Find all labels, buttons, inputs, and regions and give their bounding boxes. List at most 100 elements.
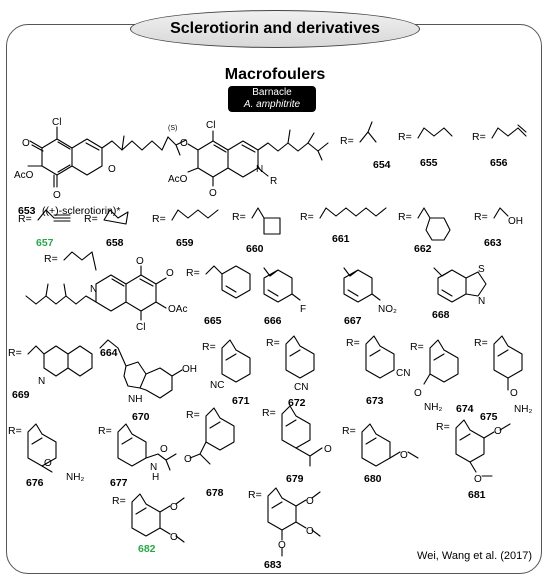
hydroxyl-group: OH	[508, 216, 523, 227]
compound-number: 663	[484, 237, 502, 249]
oxygen-atom: O	[180, 138, 188, 149]
svg-text:R=: R=	[202, 341, 216, 353]
title-banner: Sclerotiorin and derivatives	[130, 10, 420, 48]
substituent-681: R= O O 681 R= O O 682 R= O O O 683	[112, 419, 511, 571]
citation: Wei, Wang et al. (2017)	[417, 550, 532, 562]
compound-number: 676	[26, 477, 44, 489]
target-organism-badge: Barnacle A. amphitrite	[228, 86, 316, 112]
amide-group: NH₂	[514, 404, 532, 415]
acetoxy-group: OAc	[168, 304, 187, 315]
compound-number: 677	[110, 477, 128, 489]
svg-text:R=: R=	[342, 425, 356, 437]
compound-number: 656	[490, 157, 508, 169]
acetoxy-group: AcO	[168, 174, 188, 185]
compound-number: 660	[246, 243, 264, 255]
amide-group: NH₂	[424, 402, 442, 413]
methoxy-oxygen: O	[306, 496, 314, 507]
svg-text:R=: R=	[410, 341, 424, 353]
substituent-654: R= 654 R= 655 R= 656 R= 657 R= 658 R= 65…	[8, 121, 532, 571]
carbonyl-oxygen: O	[160, 444, 168, 455]
substituent-671: R= NC 671 R= CN 672 R= CN 673 R= O NH₂ 6…	[8, 335, 532, 571]
methoxy-oxygen: O	[170, 502, 178, 513]
compound-name: ((+)-sclerotiorin)*	[42, 205, 120, 217]
svg-text:R=: R=	[398, 131, 412, 143]
amide-group: NH₂	[66, 472, 84, 483]
stereo-descriptor: (S)	[168, 125, 177, 132]
nitrogen-atom: N	[478, 296, 485, 307]
chlorine-atom: Cl	[206, 120, 215, 131]
svg-text:R=: R=	[186, 409, 200, 421]
sulfur-atom: S	[478, 264, 485, 275]
substituent-656: R= 656 R= 657 R= 658 R= 659 R= 660 R= 66…	[8, 124, 532, 571]
nitrile-group: CN	[396, 368, 410, 379]
svg-text:R=: R=	[8, 347, 22, 359]
substituent-661: R= 661 R= 662 R= OH 663 R= N O O OAc Cl …	[8, 207, 532, 571]
substituent-677: R= N H O 677 R= O 678 R= O 679 R= O 680 …	[98, 405, 511, 571]
compound-number: 674	[456, 403, 474, 415]
compound-number: 680	[364, 473, 382, 485]
structure-664: R= N O O OAc Cl 664 R= 665 F 666 NO₂ 667…	[8, 251, 532, 571]
svg-text:R=: R=	[398, 211, 412, 223]
compound-number: 681	[468, 489, 486, 501]
substituent-662: R= 662 R= OH 663 R= N O O OAc Cl 664 R= …	[8, 207, 532, 571]
svg-text:R=: R=	[186, 267, 200, 279]
compound-number: 671	[232, 395, 250, 407]
r-group: R	[270, 176, 277, 187]
compound-number: 682	[138, 543, 156, 555]
substituent-665: R= 665 F 666 NO₂ 667 S N 668 R= N 669 OH…	[8, 264, 532, 571]
oxygen-atom: O	[22, 138, 30, 149]
carbonyl-oxygen: O	[510, 388, 518, 399]
svg-text:R=: R=	[112, 495, 126, 507]
oxygen-atom: O	[166, 268, 174, 279]
substituent-683: R= O O O 683	[248, 487, 321, 571]
svg-text:R=: R=	[472, 131, 486, 143]
structure-aza-scaffold: Cl O O AcO N R R= 654 R= 655 R= 656 R= 6…	[8, 120, 532, 571]
substituent-670: OH NH 670 R= NC 671 R= CN 672 R= CN 673 …	[8, 335, 532, 571]
svg-text:R=: R=	[84, 213, 98, 225]
substituent-680: R= O 680 R= O O 681 R= O O 682 R= O O O …	[112, 419, 511, 571]
chlorine-atom: Cl	[136, 322, 145, 333]
structure-653: Cl O O O AcO (S) 653 ((+)-sclerotiorin)*…	[8, 117, 532, 571]
title-text: Sclerotiorin and derivatives	[170, 20, 380, 37]
svg-text:R=: R=	[346, 337, 360, 349]
compound-number: 657	[36, 237, 54, 249]
substituent-674: R= O NH₂ 674 R= O NH₂ 675 R= O NH₂ 676 R…	[8, 335, 532, 571]
compound-number: 666	[264, 315, 282, 327]
nitrile-group: NC	[210, 380, 224, 391]
svg-text:R=: R=	[300, 211, 314, 223]
methoxy-oxygen: O	[494, 426, 502, 437]
compound-number: 664	[100, 347, 118, 359]
substituent-678: R= O 678 R= O 679 R= O 680 R= O O 681 R=…	[112, 405, 511, 571]
compound-number: 661	[332, 233, 350, 245]
substituent-676: R= O NH₂ 676 R= N H O 677 R= O 678 R= O …	[8, 405, 511, 571]
compound-number: 675	[480, 411, 498, 423]
substituent-659: R= 659 R= 660 R= 661 R= 662 R= OH 663 R=…	[8, 207, 532, 571]
carbonyl-oxygen: O	[414, 388, 422, 399]
compound-number: 670	[132, 411, 150, 423]
compound-number: 658	[106, 237, 124, 249]
svg-text:R=: R=	[232, 211, 246, 223]
target-name: Barnacle	[252, 87, 292, 98]
nitrogen-atom: N	[38, 376, 45, 387]
substituent-673: R= CN 673 R= O NH₂ 674 R= O NH₂ 675 R= O…	[8, 335, 532, 571]
compound-number: 662	[414, 243, 432, 255]
substituent-669: R= N 669 OH NH 670 R= NC 671 R= CN 672 R…	[8, 335, 532, 571]
amine-group: NH	[128, 394, 142, 405]
nitrile-group: CN	[294, 382, 308, 393]
oxygen-atom: O	[53, 190, 61, 201]
svg-text:R=: R=	[340, 135, 354, 147]
substituent-679: R= O 679 R= O 680 R= O O 681 R= O O 682 …	[112, 405, 511, 571]
svg-text:R=: R=	[262, 407, 276, 419]
nitro-group: NO₂	[378, 304, 397, 315]
compound-number: 679	[286, 473, 304, 485]
hydroxyl-group: OH	[182, 364, 197, 375]
carbonyl-oxygen: O	[184, 454, 192, 465]
oxygen-atom: O	[209, 188, 217, 199]
substituent-660: R= 660 R= 661 R= 662 R= OH 663 R= N O O …	[8, 207, 532, 571]
substituent-672: R= CN 672 R= CN 673 R= O NH₂ 674 R= O NH…	[8, 335, 532, 571]
substituent-655: R= 655 R= 656 R= 657 R= 658 R= 659 R= 66…	[8, 124, 532, 571]
compound-number: 669	[12, 389, 30, 401]
substituent-667: NO₂ 667 S N 668 R= N 669 OH NH 670 R= NC…	[8, 264, 532, 571]
substituent-675: R= O NH₂ 675 R= O NH₂ 676 R= N H O 677 R…	[8, 335, 532, 571]
substituent-663: R= OH 663 R= N O O OAc Cl 664 R= 665 F 6…	[8, 207, 532, 571]
